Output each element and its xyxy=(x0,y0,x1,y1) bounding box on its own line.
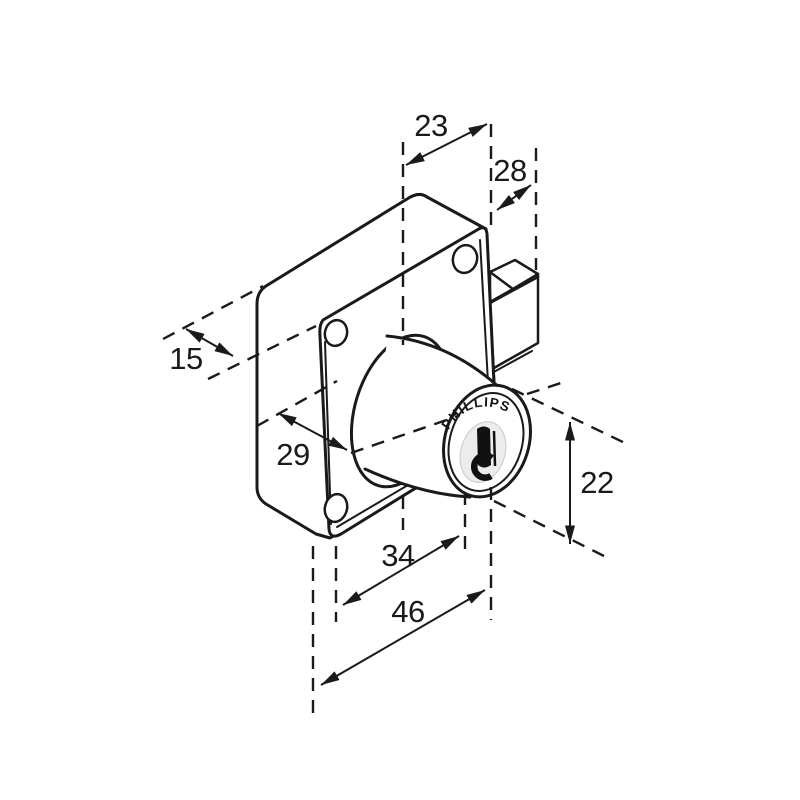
dimensions: 23 28 15 29 22 34 46 xyxy=(169,108,614,686)
cylinder-axis-centerline xyxy=(350,414,459,455)
dimension-34-label: 34 xyxy=(381,538,415,573)
dimension-15-line xyxy=(185,328,234,357)
dimension-22-label: 22 xyxy=(580,465,613,500)
extension-lines xyxy=(162,124,628,714)
extension-line-face-bottom xyxy=(493,499,605,558)
dimension-23-label: 23 xyxy=(414,108,447,143)
barrel-silhouette-bottom xyxy=(363,467,472,499)
extension-line-diag-cylinder xyxy=(256,379,338,428)
screw-hole-mid-left xyxy=(323,318,349,348)
screw-hole-bottom-left xyxy=(323,492,349,524)
dimension-23-line xyxy=(405,123,488,166)
extension-line-diag-case xyxy=(162,284,264,341)
plate-edge-right-inner xyxy=(479,239,489,383)
dimension-29-label: 29 xyxy=(276,437,309,472)
screw-hole-top-right xyxy=(451,243,479,275)
dimension-28-label: 28 xyxy=(493,153,526,188)
extension-line-diag-plate xyxy=(207,324,317,381)
barrel-silhouette-top xyxy=(385,334,503,391)
lock-cylinder: PHILLIPS xyxy=(349,333,532,499)
latch-bolt xyxy=(488,258,540,374)
dimension-46-label: 46 xyxy=(391,594,424,629)
dimension-28-line xyxy=(496,184,532,211)
dimension-46-line xyxy=(320,589,486,686)
cylinder-axis-centerline-right xyxy=(526,380,565,396)
dimension-15-label: 15 xyxy=(169,341,202,376)
keyhole-icon xyxy=(470,426,497,481)
dimension-29-line xyxy=(277,412,348,451)
